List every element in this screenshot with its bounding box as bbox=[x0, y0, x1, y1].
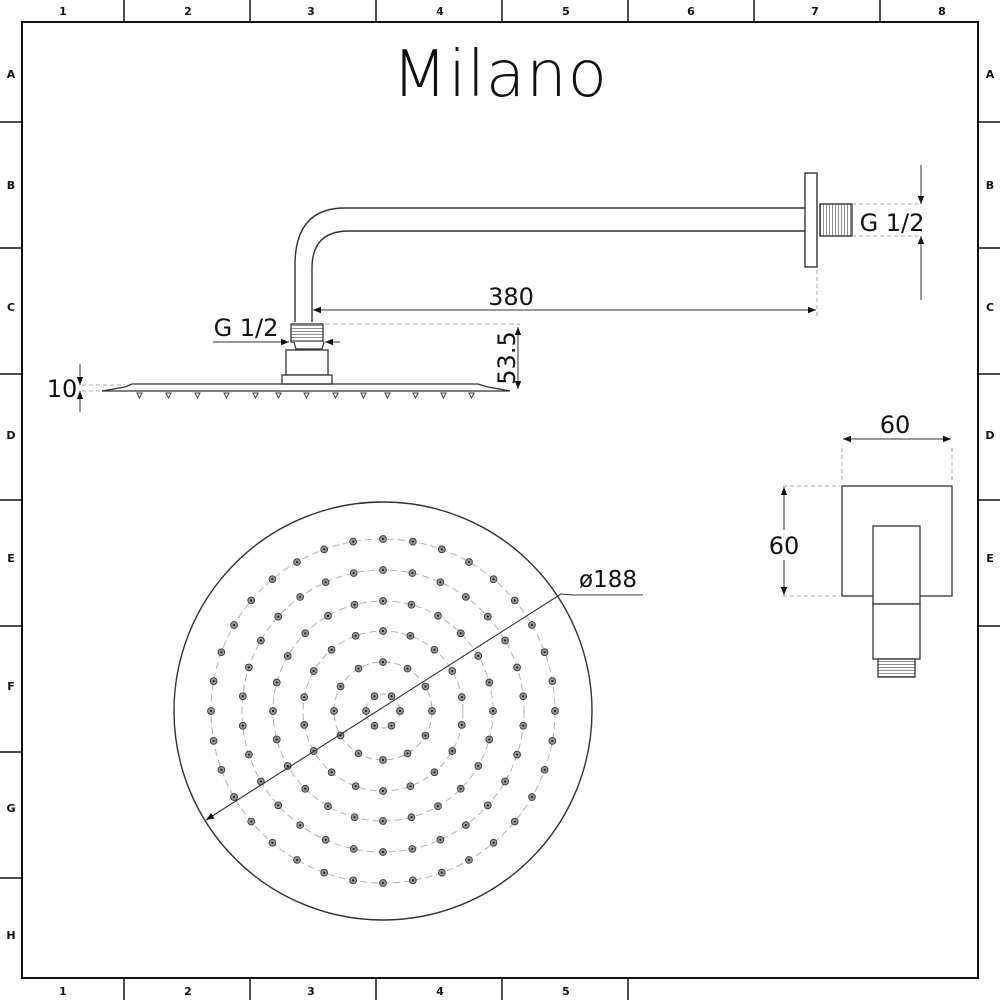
head-thread bbox=[290, 323, 324, 343]
row-label: D bbox=[985, 429, 994, 442]
shower-arm-side-view bbox=[294, 172, 853, 322]
arm-length-label: 380 bbox=[488, 283, 534, 311]
column-label: 4 bbox=[436, 985, 444, 998]
outlet-width-label: 60 bbox=[880, 411, 911, 439]
column-label: 6 bbox=[687, 5, 695, 18]
column-label: 1 bbox=[59, 985, 67, 998]
left-row-dividers bbox=[0, 121, 22, 879]
head-thickness-label: 10 bbox=[47, 375, 78, 403]
row-label: H bbox=[6, 929, 15, 942]
side-nozzles bbox=[136, 392, 475, 400]
wall-thread bbox=[819, 203, 853, 237]
outlet-width-dimension: 60 bbox=[841, 411, 953, 483]
nozzles bbox=[207, 535, 559, 887]
wall-thread-label: G 1/2 bbox=[860, 209, 925, 237]
row-label: B bbox=[986, 179, 994, 192]
row-label: C bbox=[7, 301, 15, 314]
column-label: 1 bbox=[59, 5, 67, 18]
nozzle-ring bbox=[333, 661, 433, 761]
wall-thread-dimension: G 1/2 bbox=[852, 165, 924, 300]
row-label: A bbox=[986, 68, 995, 81]
outlet-height-label: 60 bbox=[769, 532, 800, 560]
row-label: E bbox=[986, 552, 994, 565]
outlet-height-dimension: 60 bbox=[769, 485, 840, 597]
shower-head-plan-view bbox=[173, 501, 593, 921]
head-thread-label: G 1/2 bbox=[214, 314, 279, 342]
diameter-dimension: ø188 bbox=[205, 567, 643, 821]
row-label: G bbox=[6, 802, 15, 815]
head-thread-dimension: G 1/2 bbox=[213, 314, 340, 346]
top-column-dividers bbox=[123, 0, 881, 22]
head-height-label: 53.5 bbox=[493, 331, 521, 384]
nozzle-ring bbox=[302, 630, 464, 792]
diameter-label: ø188 bbox=[579, 567, 637, 593]
shower-head-side-view bbox=[101, 323, 511, 400]
column-label: 3 bbox=[307, 985, 315, 998]
column-label: 8 bbox=[938, 5, 946, 18]
row-label: E bbox=[7, 552, 15, 565]
head-thickness-dimension: 10 bbox=[47, 364, 125, 412]
wall-outlet-view bbox=[841, 485, 953, 678]
row-label: A bbox=[7, 68, 16, 81]
nozzle-rings bbox=[210, 538, 556, 884]
nozzle-ring bbox=[210, 538, 556, 884]
bottom-column-dividers bbox=[123, 978, 629, 1000]
outlet-thread bbox=[877, 658, 916, 678]
column-label: 2 bbox=[184, 5, 192, 18]
column-label: 4 bbox=[436, 5, 444, 18]
brand-logo: Milano bbox=[392, 38, 608, 112]
column-label: 2 bbox=[184, 985, 192, 998]
right-row-dividers bbox=[978, 121, 1000, 627]
head-outline bbox=[173, 501, 593, 921]
row-label: B bbox=[7, 179, 15, 192]
row-label: F bbox=[7, 680, 15, 693]
arm-length-dimension: 380 bbox=[313, 270, 818, 318]
column-label: 3 bbox=[307, 5, 315, 18]
row-label: D bbox=[6, 429, 15, 442]
column-label: 5 bbox=[562, 985, 570, 998]
nozzle-ring bbox=[241, 569, 525, 853]
column-label: 5 bbox=[562, 5, 570, 18]
row-label: C bbox=[986, 301, 994, 314]
head-height-dimension: 53.5 bbox=[325, 323, 522, 389]
column-label: 7 bbox=[811, 5, 819, 18]
